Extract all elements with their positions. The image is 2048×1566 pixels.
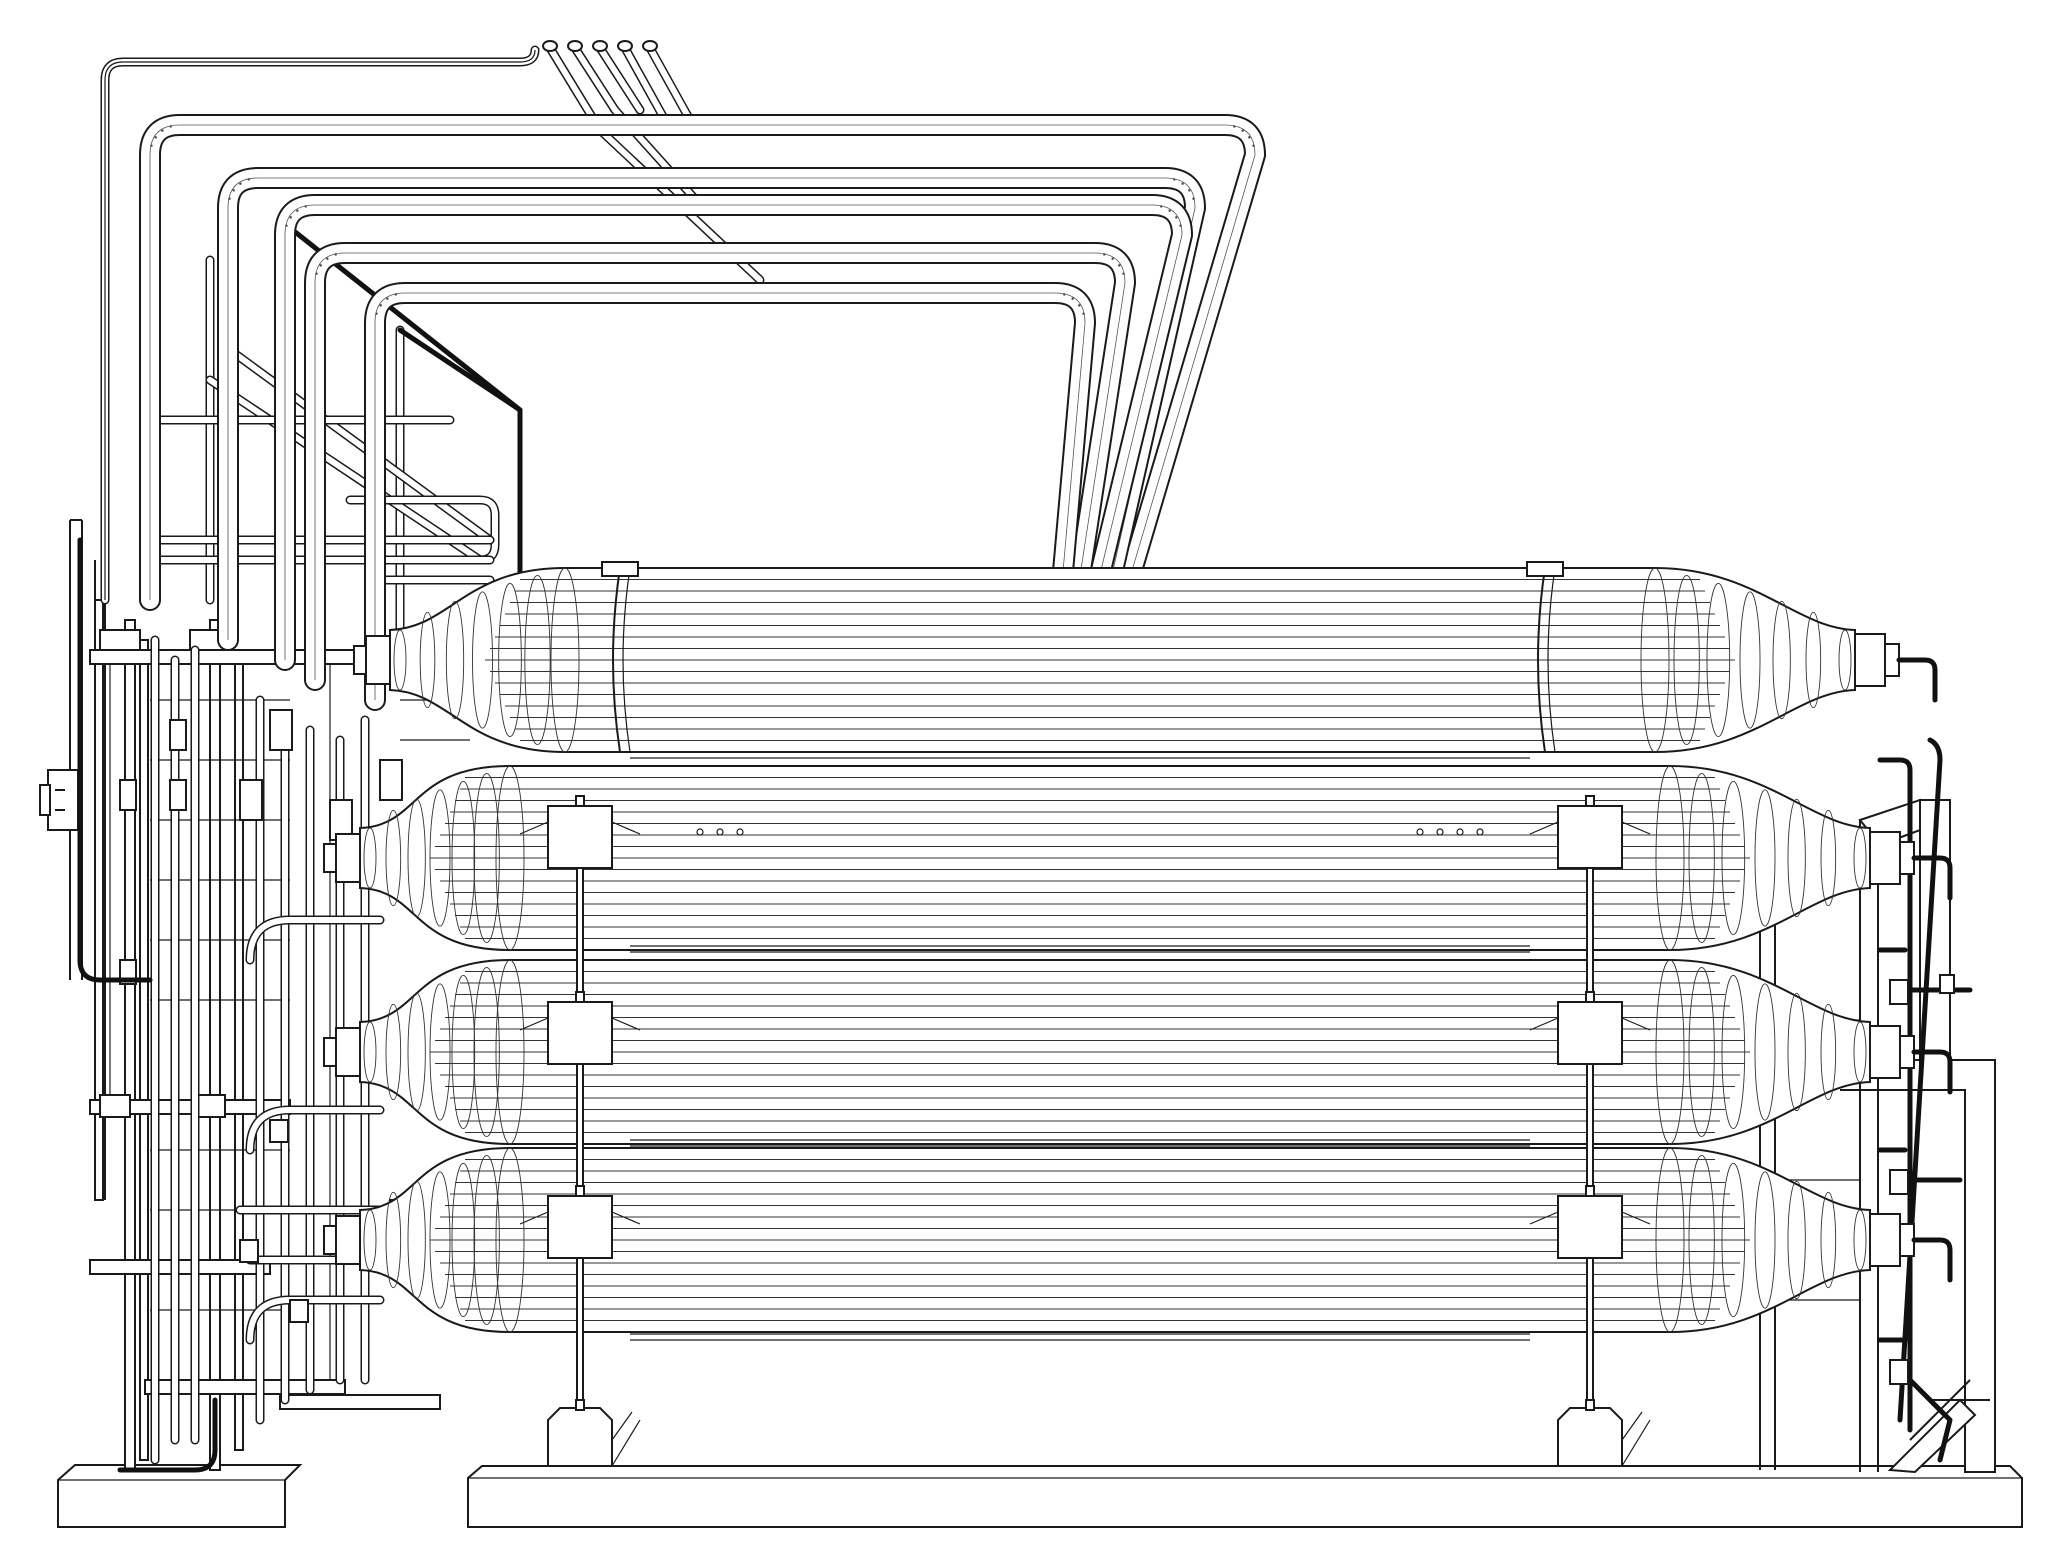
cylinder-4 — [323, 1147, 1953, 1333]
bolt-5 — [1436, 828, 1444, 836]
cylinder-3 — [323, 959, 1953, 1145]
overhead-pipes — [139, 114, 1266, 711]
bolt-2 — [716, 828, 724, 836]
bolt-6 — [1456, 828, 1464, 836]
clamp-block-1-3 — [519, 1185, 641, 1259]
tie-rod-2 — [1586, 811, 1594, 1413]
main-skid-base — [467, 1465, 2023, 1528]
cylinder-1 — [353, 567, 1938, 753]
clamp-block-1-2 — [519, 991, 641, 1065]
tie-rod-1 — [576, 811, 584, 1413]
strap-band-1 — [612, 567, 621, 753]
strap-band-2 — [1537, 567, 1546, 753]
left-skid-base — [57, 1464, 303, 1528]
clamp-block-2-3 — [1529, 1185, 1651, 1259]
cylinder-stack — [323, 561, 1953, 1341]
right-frame — [1759, 737, 1996, 1474]
base-skids — [57, 1464, 2024, 1528]
clamps-and-tie-rods — [519, 795, 1651, 1467]
cylinder-2 — [323, 765, 1953, 951]
clamp-block-2-1 — [1529, 795, 1651, 869]
bolt-1 — [696, 828, 704, 836]
base-saddle-1 — [547, 1399, 641, 1467]
overhead-pipe-1 — [139, 114, 1266, 639]
bolt-3 — [736, 828, 744, 836]
base-saddle-2 — [1557, 1399, 1651, 1467]
bolt-7 — [1476, 828, 1484, 836]
bolt-4 — [1416, 828, 1424, 836]
clamp-block-1-1 — [519, 795, 641, 869]
clamp-block-2-2 — [1529, 991, 1651, 1065]
